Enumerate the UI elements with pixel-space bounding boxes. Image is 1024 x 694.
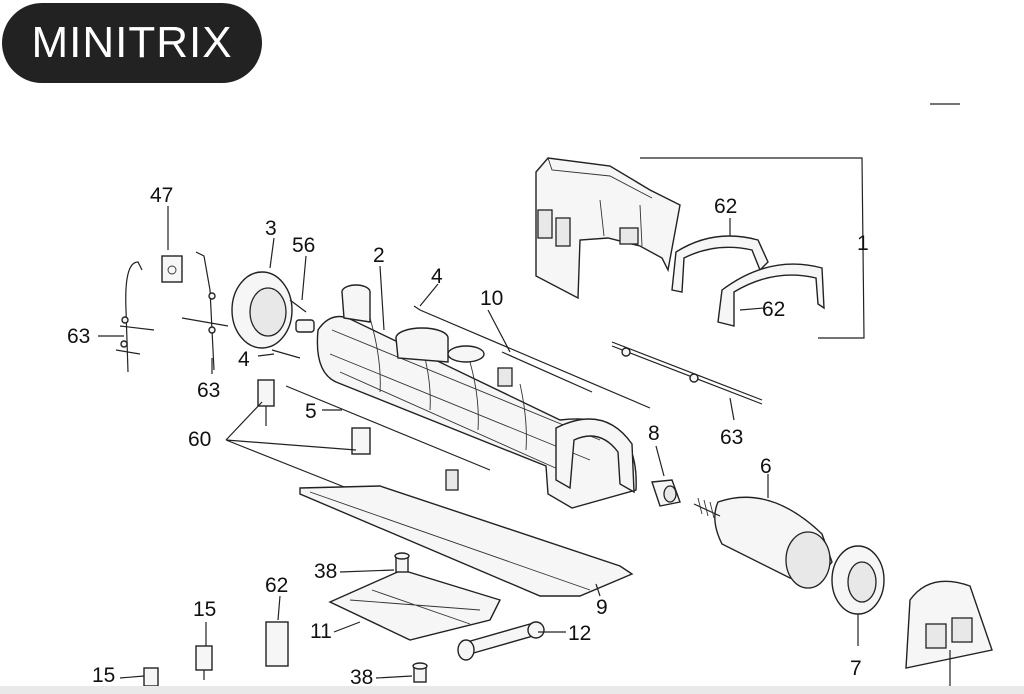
screw-38-lower	[412, 662, 428, 683]
cab-roof-piece-upper	[671, 235, 769, 293]
label-56: 56	[292, 234, 315, 257]
cab-housing	[535, 157, 681, 300]
label-1: 1	[857, 232, 869, 255]
bracket-part-1	[640, 157, 865, 339]
lamp-bracket	[161, 255, 183, 283]
label-15-a: 15	[193, 598, 216, 621]
label-4-lower: 4	[238, 348, 250, 371]
rod-4-lower	[271, 349, 301, 359]
label-38-upper: 38	[314, 560, 337, 583]
label-10: 10	[480, 287, 503, 310]
coupler-15-b	[143, 667, 159, 687]
label-3: 3	[265, 217, 277, 240]
lamp-60-a	[257, 379, 275, 426]
coupler-15-a	[195, 645, 213, 680]
lamp-60-b	[351, 427, 371, 455]
label-9: 9	[596, 596, 608, 619]
label-63-left: 63	[67, 325, 90, 348]
motor-6	[693, 496, 833, 589]
chassis-plate-11	[328, 569, 501, 641]
pipe-10	[501, 351, 593, 393]
brush-plate-7	[831, 545, 885, 615]
lamp-bracket-hole	[167, 265, 177, 275]
lamp-pointer-lines	[225, 401, 373, 499]
label-12: 12	[568, 622, 591, 645]
brand-name: MINITRIX	[31, 18, 233, 67]
label-11: 11	[310, 620, 332, 643]
label-5: 5	[305, 400, 317, 423]
rod-5	[285, 385, 491, 471]
label-60: 60	[188, 428, 211, 451]
label-62-lower: 62	[265, 574, 288, 597]
label-38-lower: 38	[350, 666, 373, 689]
bottom-edge-bar	[0, 686, 1024, 694]
screw-38-upper	[394, 552, 410, 573]
cab-roof-piece-lower	[717, 263, 825, 327]
weight-62	[265, 621, 289, 667]
bearing-8	[651, 479, 681, 507]
label-6: 6	[760, 455, 772, 478]
label-4-upper: 4	[431, 265, 443, 288]
label-62-upper: 62	[714, 195, 737, 218]
leader-lines	[98, 206, 951, 694]
label-63-middle: 63	[197, 379, 220, 402]
label-63-right: 63	[720, 426, 743, 449]
label-8: 8	[648, 422, 660, 445]
boiler-body	[316, 284, 637, 509]
rod-4-upper	[413, 305, 651, 409]
worm-shaft-12	[457, 621, 545, 661]
handrail-left-1	[115, 261, 155, 373]
label-2: 2	[373, 244, 385, 267]
label-7: 7	[850, 657, 862, 680]
handrail-rod-right	[611, 341, 763, 405]
label-15-b: 15	[92, 664, 115, 687]
smokebox-door	[231, 271, 315, 349]
chassis-frame	[299, 469, 634, 597]
label-47: 47	[150, 184, 173, 207]
label-62-middle: 62	[762, 298, 785, 321]
motor-end-plate	[905, 580, 993, 669]
handrail-left-2	[181, 251, 229, 371]
brand-logo: MINITRIX	[2, 3, 262, 83]
